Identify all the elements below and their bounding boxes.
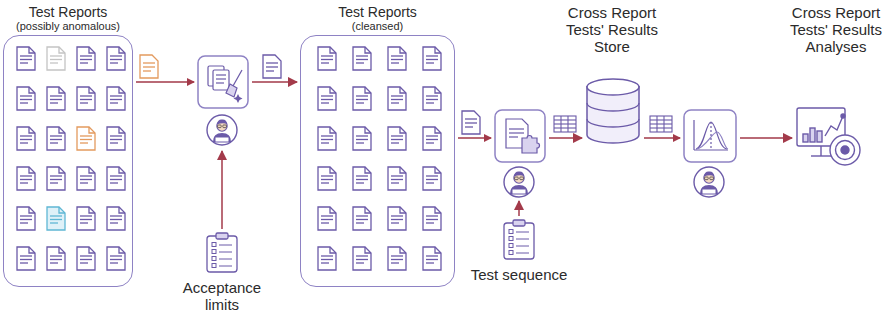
travelling-document: [462, 111, 480, 134]
report-icon: [107, 47, 125, 70]
report-collection: Test Reports(cleansed): [300, 4, 455, 287]
report-icon: [77, 207, 95, 230]
report-icon: [17, 247, 35, 270]
results-store: Cross Report Tests' Results Store: [552, 4, 672, 55]
report-icon: [423, 127, 441, 150]
report-icon: [17, 207, 35, 230]
report-icon: [77, 247, 95, 270]
heading: Test sequence: [454, 266, 584, 283]
travelling-document: [263, 55, 281, 78]
extraction-icon: [506, 119, 540, 153]
input-arrow: [221, 151, 223, 229]
report-icon: [318, 47, 336, 70]
report-icon: [423, 87, 441, 110]
report-icon: [423, 167, 441, 190]
analyst-icon: [504, 167, 534, 197]
input-arrow: [518, 201, 520, 216]
flow-arrow: [136, 81, 297, 83]
heading: Test Reports: [300, 4, 455, 20]
results-analyses: Cross Report Tests' Results Analyses: [782, 4, 890, 55]
report-icon: [77, 127, 95, 150]
extraction-step: [495, 110, 545, 162]
analyst-icon: [207, 115, 237, 145]
report-icon: [47, 47, 65, 70]
subheading: (cleansed): [300, 20, 455, 33]
analysis-step: [684, 110, 736, 162]
report-icon: [423, 47, 441, 70]
report-icon: [77, 87, 95, 110]
analyst-icon: [694, 167, 724, 197]
report-icon: [423, 247, 441, 270]
analysis-icon: [694, 120, 728, 150]
report-icon: [107, 247, 125, 270]
report-icon: [107, 167, 125, 190]
report-icon: [388, 167, 406, 190]
report-icon: [353, 47, 371, 70]
flow-arrow: [458, 137, 582, 139]
report-icon: [353, 207, 371, 230]
report-icon: [318, 127, 336, 150]
table-icon: [650, 116, 672, 132]
report-icon: [318, 87, 336, 110]
report-icon: [353, 167, 371, 190]
database-cylinder: [585, 78, 641, 144]
heading: Cross Report Tests' Results Store: [552, 4, 672, 55]
cleansing-step: [198, 56, 248, 108]
report-icon: [423, 207, 441, 230]
acceptance-limits: Acceptance limits: [176, 231, 268, 313]
report-icon: [388, 47, 406, 70]
report-icon: [353, 127, 371, 150]
subheading: (possibly anomalous): [3, 20, 133, 33]
heading: Cross Report Tests' Results Analyses: [782, 4, 890, 55]
dashboard-icon: [795, 98, 863, 174]
checklist-icon: [204, 231, 240, 275]
travelling-document: [140, 55, 158, 78]
report-icon: [353, 247, 371, 270]
report-collection: Test Reports(possibly anomalous): [3, 4, 133, 287]
report-icon: [107, 127, 125, 150]
checklist-icon: [501, 218, 537, 262]
report-icon: [388, 207, 406, 230]
report-icon: [318, 167, 336, 190]
report-icon: [388, 87, 406, 110]
cleansing-icon: [208, 66, 243, 103]
report-icon: [388, 247, 406, 270]
report-box: [300, 35, 455, 287]
report-icon: [47, 167, 65, 190]
report-icon: [388, 127, 406, 150]
report-icon: [107, 207, 125, 230]
report-icon: [47, 207, 65, 230]
heading: Test Reports: [3, 4, 133, 20]
report-icon: [77, 47, 95, 70]
table-icon: [554, 116, 576, 132]
flow-arrow: [644, 137, 792, 139]
report-icon: [318, 247, 336, 270]
report-box: [3, 35, 133, 287]
report-icon: [17, 47, 35, 70]
report-icon: [107, 87, 125, 110]
test-sequence: Test sequence: [454, 218, 584, 283]
report-icon: [353, 87, 371, 110]
report-icon: [318, 207, 336, 230]
report-icon: [17, 127, 35, 150]
report-icon: [47, 87, 65, 110]
report-icon: [47, 247, 65, 270]
report-icon: [17, 167, 35, 190]
report-icon: [47, 127, 65, 150]
report-icon: [77, 167, 95, 190]
report-icon: [17, 87, 35, 110]
heading: Acceptance limits: [176, 279, 268, 313]
